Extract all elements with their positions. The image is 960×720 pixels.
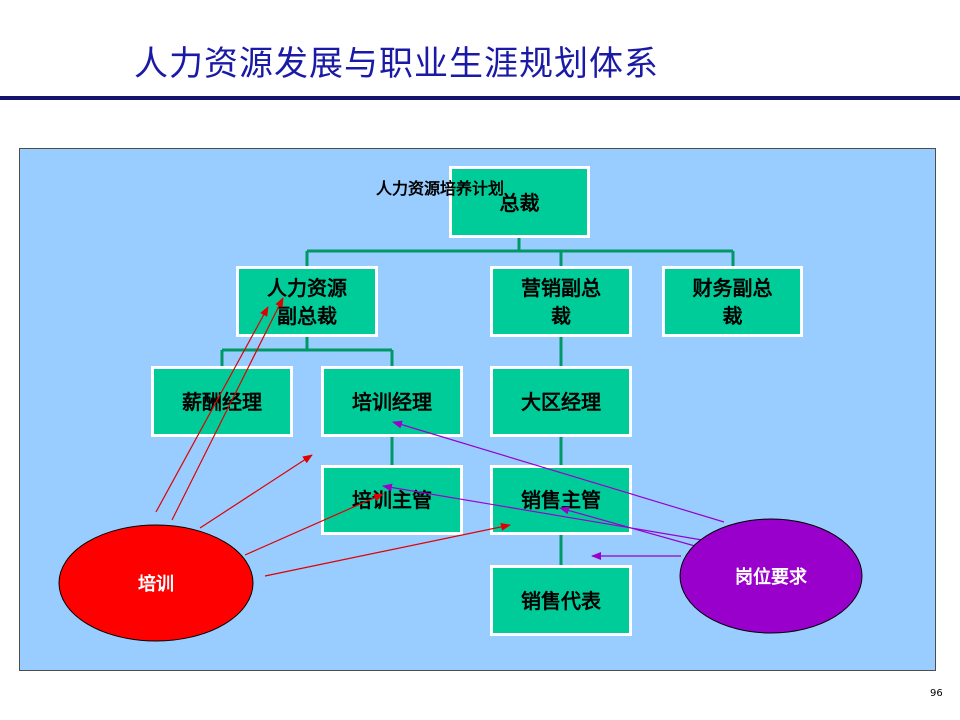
node-finance-vp-label: 财务副总 裁 [692,275,773,328]
node-training-manager: 培训经理 [321,366,463,437]
page-title: 人力资源发展与职业生涯规划体系 [134,44,659,84]
node-sales-rep-label: 销售代表 [521,588,601,613]
node-ceo-label: 总裁 [499,191,540,215]
node-sales-supervisor-label: 销售主管 [521,488,601,512]
node-region-manager: 大区经理 [490,366,632,437]
node-hr-vp: 人力资源 副总裁 [236,266,378,337]
node-sales-rep: 销售代表 [490,565,632,636]
node-region-manager-label: 大区经理 [521,389,601,414]
node-sales-supervisor: 销售主管 [490,465,632,535]
node-training-supervisor: 培训主管 [321,465,463,535]
node-hr-vp-label: 人力资源 副总裁 [267,275,347,328]
diagram-caption: 人力资源培养计划 [376,179,505,198]
node-comp-manager-label: 薪酬经理 [182,389,262,414]
node-ceo: 总裁 [449,166,590,238]
node-training-manager-label: 培训经理 [352,389,432,414]
node-comp-manager: 薪酬经理 [151,366,293,437]
node-sales-vp-label: 营销副总 裁 [521,275,601,328]
title-divider [0,96,960,100]
node-training-supervisor-label: 培训主管 [352,488,432,512]
page-number: 96 [930,688,943,699]
node-sales-vp: 营销副总 裁 [490,266,632,337]
node-finance-vp: 财务副总 裁 [662,266,803,337]
